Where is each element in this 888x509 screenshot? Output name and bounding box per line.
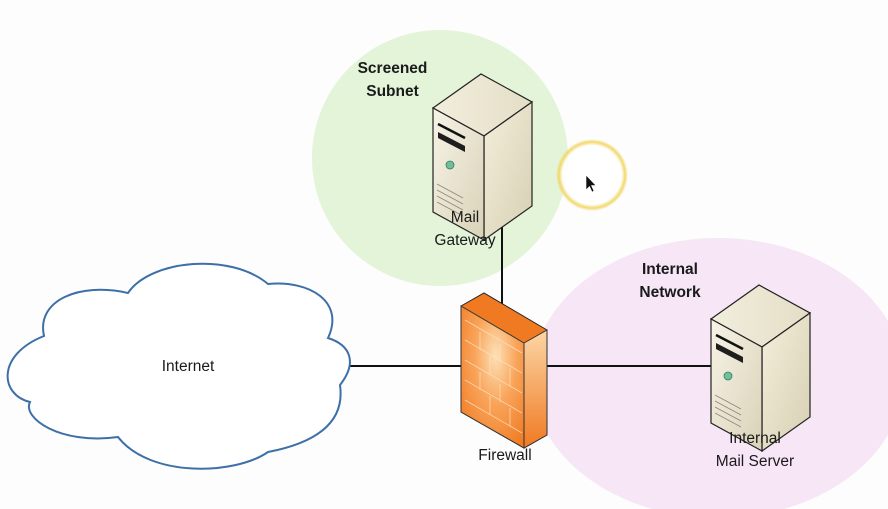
zone-label-line: Internal: [642, 261, 698, 278]
internal-network-zone: [532, 238, 888, 509]
node-label-line: Gateway: [434, 232, 496, 249]
firewall-icon[interactable]: [460, 292, 548, 449]
firewall-label: Firewall: [478, 447, 532, 464]
internal-network-label: Internal Network: [620, 258, 720, 304]
zone-label-line: Subnet: [366, 83, 419, 100]
cursor-highlight: [556, 139, 628, 211]
node-label-line: Internal: [729, 430, 781, 447]
mail-gateway-label: Mail Gateway: [420, 206, 510, 252]
screened-subnet-label: Screened Subnet: [340, 57, 445, 103]
cloud-icon[interactable]: [6, 262, 351, 470]
zone-label-line: Screened: [357, 60, 428, 77]
mouse-pointer-icon: [585, 174, 597, 193]
node-label-line: Mail Server: [715, 453, 795, 470]
node-label-line: Mail: [450, 209, 480, 226]
zone-label-line: Network: [639, 284, 701, 301]
internet-label: Internet: [161, 358, 215, 375]
internal-mail-server-label: Internal Mail Server: [700, 427, 810, 473]
